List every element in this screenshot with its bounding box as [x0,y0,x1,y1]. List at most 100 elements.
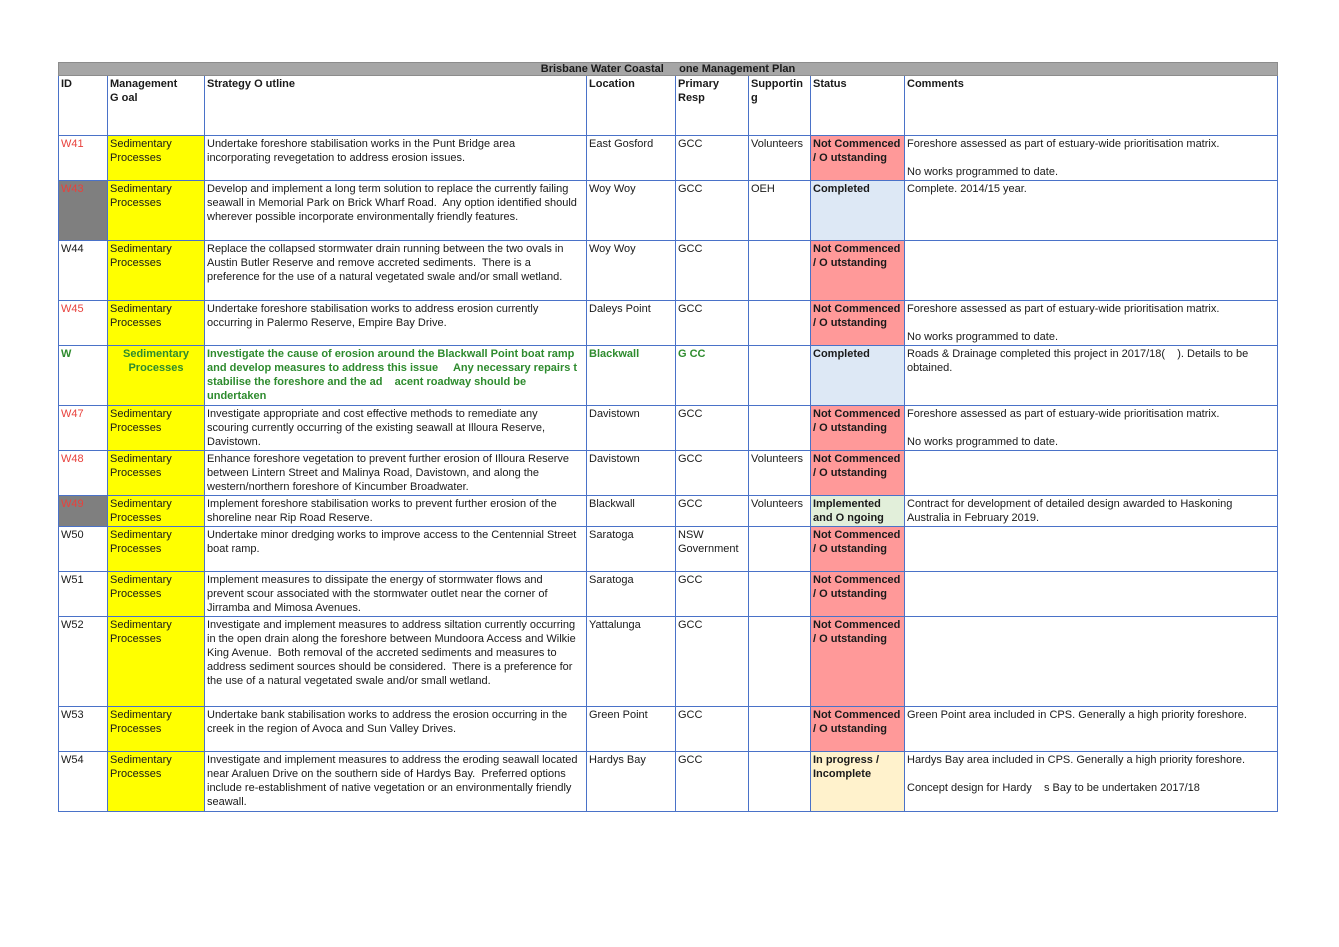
status-cell: Completed [810,345,905,406]
status-cell: Not Commenced / O utstanding [810,135,905,181]
primary-resp-cell: GCC [675,571,749,617]
status-cell: In progress / Incomplete [810,751,905,812]
supporting-cell [748,240,811,301]
strategy-cell: Investigate and implement measures to ad… [204,751,587,812]
status-cell: Implemented and O ngoing [810,495,905,527]
supporting-cell [748,571,811,617]
primary-resp-cell: GCC [675,495,749,527]
header-location: Location [586,75,676,136]
comments-cell: Complete. 2014/15 year. [904,180,1278,241]
id-cell: W43 [58,180,108,241]
status-cell: Not Commenced / O utstanding [810,450,905,496]
strategy-cell: Enhance foreshore vegetation to prevent … [204,450,587,496]
id-cell: W49 [58,495,108,527]
status-cell: Not Commenced / O utstanding [810,405,905,451]
primary-resp-cell: GCC [675,180,749,241]
location-cell: Davistown [586,450,676,496]
sheet-title: Brisbane Water Coastal one Management Pl… [58,62,1278,76]
supporting-cell [748,405,811,451]
header-strategy: Strategy O utline [204,75,587,136]
goal-cell: Sedimentary Processes [107,345,205,406]
strategy-cell: Undertake bank stabilisation works to ad… [204,706,587,752]
goal-cell: Sedimentary Processes [107,450,205,496]
strategy-cell: Undertake minor dredging works to improv… [204,526,587,572]
supporting-cell [748,616,811,707]
supporting-cell [748,345,811,406]
strategy-cell: Develop and implement a long term soluti… [204,180,587,241]
header-supporting: Supportin g [748,75,811,136]
id-cell: W44 [58,240,108,301]
id-cell: W53 [58,706,108,752]
comments-cell [904,571,1278,617]
strategy-cell: Undertake foreshore stabilisation works … [204,300,587,346]
goal-cell: Sedimentary Processes [107,706,205,752]
id-cell: W47 [58,405,108,451]
id-cell: W51 [58,571,108,617]
id-cell: W [58,345,108,406]
primary-resp-cell: GCC [675,405,749,451]
comments-cell: Foreshore assessed as part of estuary-wi… [904,300,1278,346]
strategy-cell: Investigate the cause of erosion around … [204,345,587,406]
primary-resp-cell: GCC [675,240,749,301]
comments-cell [904,526,1278,572]
primary-resp-cell: GCC [675,135,749,181]
supporting-cell: Volunteers [748,450,811,496]
location-cell: Woy Woy [586,180,676,241]
status-cell: Not Commenced / O utstanding [810,616,905,707]
header-comments: Comments [904,75,1278,136]
strategy-cell: Investigate and implement measures to ad… [204,616,587,707]
location-cell: Blackwall [586,495,676,527]
status-cell: Not Commenced / O utstanding [810,300,905,346]
location-cell: Hardys Bay [586,751,676,812]
strategy-cell: Implement foreshore stabilisation works … [204,495,587,527]
title-row: Brisbane Water Coastal one Management Pl… [58,62,1278,76]
comments-cell [904,616,1278,707]
goal-cell: Sedimentary Processes [107,495,205,527]
id-cell: W54 [58,751,108,812]
location-cell: Saratoga [586,526,676,572]
location-cell: Daleys Point [586,300,676,346]
id-cell: W41 [58,135,108,181]
header-goal: Management G oal [107,75,205,136]
status-cell: Not Commenced / O utstanding [810,240,905,301]
location-cell: Davistown [586,405,676,451]
status-cell: Not Commenced / O utstanding [810,571,905,617]
comments-cell: Foreshore assessed as part of estuary-wi… [904,405,1278,451]
comments-cell: Roads & Drainage completed this project … [904,345,1278,406]
goal-cell: Sedimentary Processes [107,571,205,617]
management-plan-table: Brisbane Water Coastal one Management Pl… [58,62,1278,812]
goal-cell: Sedimentary Processes [107,240,205,301]
supporting-cell: Volunteers [748,495,811,527]
id-cell: W45 [58,300,108,346]
strategy-cell: Investigate appropriate and cost effecti… [204,405,587,451]
primary-resp-cell: GCC [675,450,749,496]
location-cell: Blackwall [586,345,676,406]
primary-resp-cell: NSW Government [675,526,749,572]
supporting-cell [748,526,811,572]
primary-resp-cell: GCC [675,751,749,812]
goal-cell: Sedimentary Processes [107,405,205,451]
location-cell: Green Point [586,706,676,752]
header-primary: Primary Resp [675,75,749,136]
comments-cell [904,450,1278,496]
strategy-cell: Implement measures to dissipate the ener… [204,571,587,617]
strategy-cell: Replace the collapsed stormwater drain r… [204,240,587,301]
supporting-cell: OEH [748,180,811,241]
header-status: Status [810,75,905,136]
goal-cell: Sedimentary Processes [107,526,205,572]
supporting-cell: Volunteers [748,135,811,181]
goal-cell: Sedimentary Processes [107,616,205,707]
supporting-cell [748,300,811,346]
supporting-cell [748,751,811,812]
primary-resp-cell: GCC [675,706,749,752]
